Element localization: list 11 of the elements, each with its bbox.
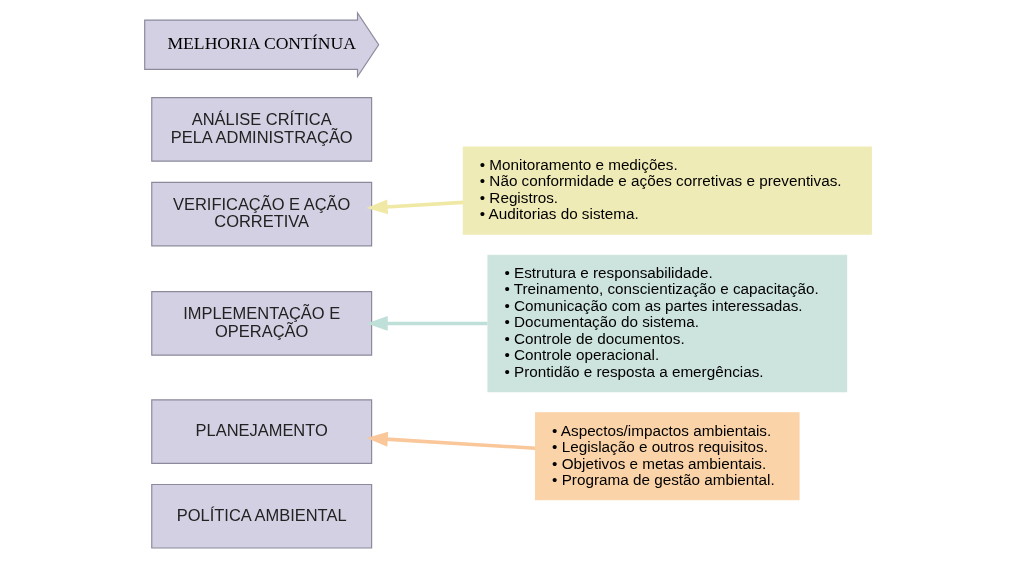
- arrow: [366, 431, 535, 450]
- arrow: [366, 316, 487, 331]
- arrow: [365, 199, 463, 215]
- node-box: • Aspectos/impactos ambientais. • Legislação e outros requisitos. • Objetivos e metas ambientais. • Programa de gestão ambiental.: [534, 412, 800, 501]
- node-box: IMPLEMENTAÇÃO E OPERAÇÃO: [150, 291, 372, 356]
- node-box: VERIFICAÇÃO E AÇÃO CORRETIVA: [150, 181, 372, 247]
- node-box: ANÁLISE CRÍTICA PELA ADMINISTRAÇÃO: [150, 97, 372, 162]
- node-box: • Monitoramento e medições. • Não conformidade e ações corretivas e preventivas. • Registros. • Auditorias do sistema.: [462, 146, 872, 235]
- node-box: PLANEJAMENTO: [150, 399, 372, 464]
- node-box: POLÍTICA AMBIENTAL: [150, 483, 372, 549]
- node-box: • Estrutura e responsabilidade. • Treinamento, conscientização e capacitação. • Comunicação com as partes interessadas. • Documentação do sistema. • Controle de documentos. • Controle operacional. • Prontidão e resposta a emergências.: [486, 254, 847, 393]
